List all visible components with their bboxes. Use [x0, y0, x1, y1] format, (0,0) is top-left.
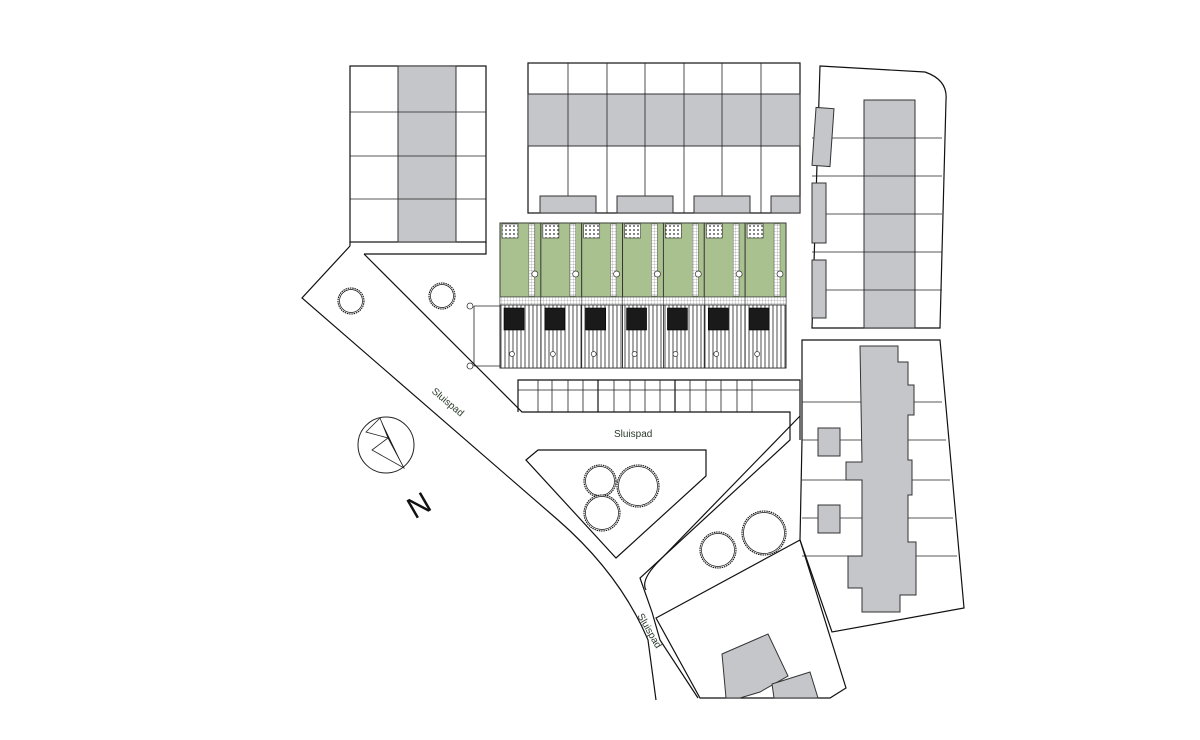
north-arrow-needle-dark — [380, 418, 404, 468]
stair-core — [626, 307, 647, 331]
tree-4 — [616, 464, 660, 508]
stair-core — [544, 307, 566, 331]
dwelling-4 — [622, 222, 664, 369]
stair-core — [707, 307, 729, 331]
building-row-lower-right — [845, 345, 917, 613]
stair-core — [585, 307, 607, 331]
block-lower-right — [655, 539, 847, 699]
garden-path — [610, 223, 617, 297]
block-right-bottom — [799, 339, 965, 633]
north-arrow: N — [357, 416, 437, 526]
garden-path — [732, 223, 740, 297]
entry-light — [590, 351, 597, 357]
garden-light — [776, 270, 784, 278]
block-right-top — [811, 65, 947, 329]
entry-light — [754, 351, 760, 357]
terrace — [704, 296, 746, 306]
tree-7 — [741, 510, 787, 556]
terrace — [540, 296, 582, 306]
terrace — [663, 296, 705, 306]
garden-path — [651, 223, 658, 297]
dwelling-1 — [499, 222, 542, 369]
block-top-left — [349, 65, 487, 243]
garden-path — [569, 223, 576, 297]
street-label-sluispad-center: Sluispad — [614, 429, 652, 440]
storage — [746, 223, 764, 239]
tree-3 — [583, 464, 617, 498]
garden-path — [773, 223, 781, 297]
storage — [705, 223, 723, 239]
terrace — [581, 296, 623, 306]
entry-light — [509, 351, 515, 357]
storage — [542, 223, 560, 239]
building-row-left — [397, 65, 457, 243]
garden-light — [654, 270, 661, 278]
building-row-top — [527, 93, 801, 147]
storage — [583, 223, 601, 239]
garden-light — [694, 270, 702, 278]
dwelling-2 — [540, 222, 583, 369]
entry-light — [672, 351, 679, 357]
triangle-green — [525, 449, 707, 559]
north-letter: N — [402, 486, 437, 525]
stair-core — [667, 307, 688, 331]
dwelling-7 — [744, 222, 787, 369]
garden-path — [692, 223, 699, 297]
garden-light — [531, 270, 539, 278]
tree-6 — [699, 531, 737, 569]
garden-light — [572, 270, 580, 278]
garden-path — [528, 223, 536, 297]
street-label-sluispad-diagonal: Sluispad — [429, 386, 465, 419]
trees — [337, 282, 787, 569]
terrace — [622, 296, 664, 306]
block-top-middle — [527, 62, 801, 214]
roads — [301, 242, 801, 701]
entry-light — [631, 351, 638, 357]
dwelling-3 — [581, 222, 624, 369]
tree-1 — [337, 287, 365, 315]
garden-light — [735, 270, 743, 278]
storage — [501, 223, 519, 239]
terrace — [499, 296, 542, 306]
dwelling-6 — [703, 222, 746, 369]
parking-area — [517, 379, 801, 412]
storage — [665, 223, 682, 239]
garden-light — [613, 270, 620, 278]
entry-light — [550, 351, 556, 357]
new-development — [466, 222, 787, 370]
terrace — [744, 296, 787, 306]
dwelling-5 — [662, 222, 705, 369]
stair-core — [503, 307, 525, 331]
stair-core — [748, 307, 770, 331]
tree-5 — [583, 494, 621, 532]
entry-light — [713, 351, 720, 357]
tree-2 — [428, 282, 456, 310]
storage — [624, 223, 641, 239]
